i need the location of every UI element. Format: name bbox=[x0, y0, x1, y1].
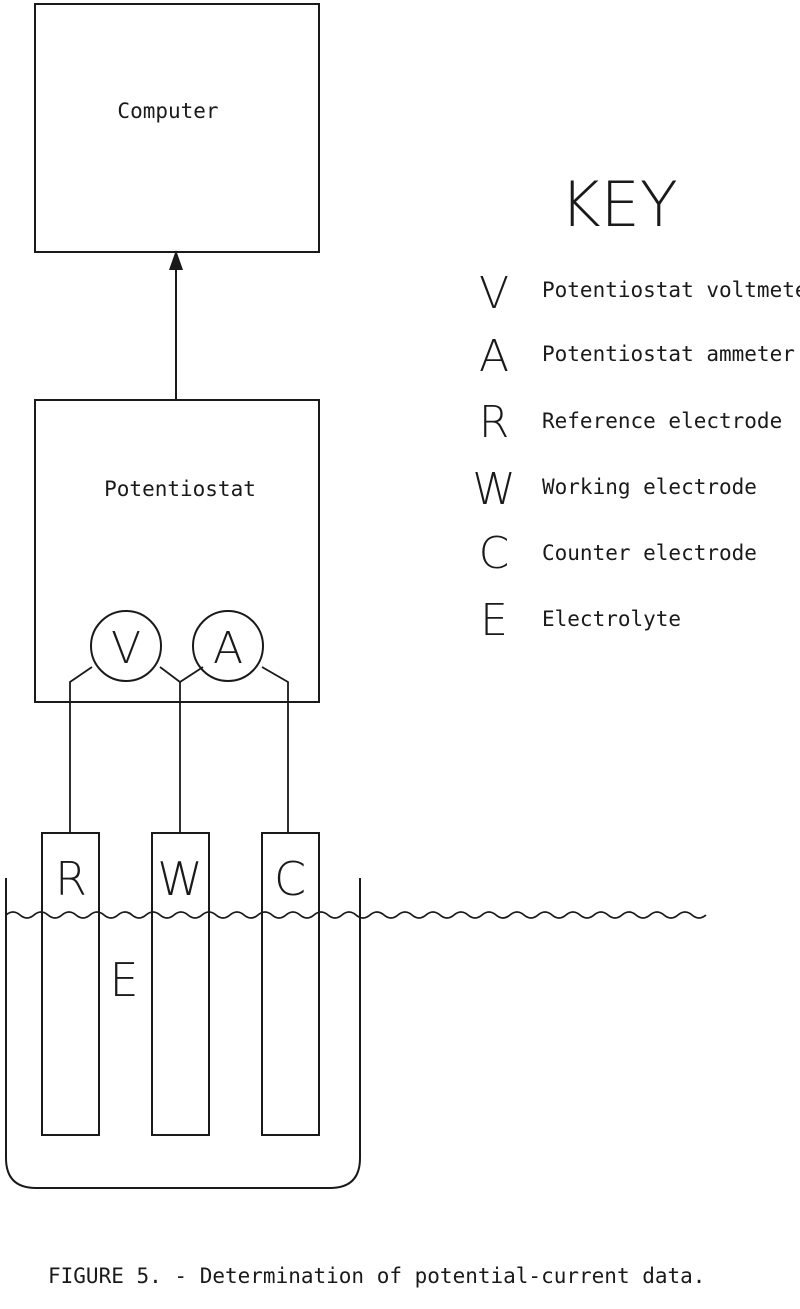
counter-wire bbox=[261, 666, 289, 833]
voltmeter-symbol: V bbox=[111, 623, 141, 674]
potentiostat-box bbox=[34, 399, 320, 703]
key-symbol-e: E bbox=[480, 595, 508, 646]
key-label-a: Potentiostat ammeter bbox=[542, 342, 795, 366]
reference-wire bbox=[69, 666, 93, 833]
key-label-r: Reference electrode bbox=[542, 409, 782, 433]
working-wire bbox=[159, 666, 204, 684]
counter-electrode-symbol: C bbox=[274, 852, 306, 906]
key-symbol-w: W bbox=[472, 464, 516, 515]
key-symbol-a: A bbox=[479, 331, 509, 382]
potentiostat-block: Potentiostat bbox=[34, 399, 320, 703]
counter-electrode: C bbox=[261, 832, 320, 1136]
voltmeter-circle bbox=[90, 610, 162, 682]
working-electrode-body bbox=[151, 832, 210, 1136]
key-label-e: Electrolyte bbox=[542, 607, 681, 631]
voltmeter: V bbox=[90, 610, 162, 682]
data-arrow bbox=[169, 250, 183, 400]
computer-label: Computer bbox=[117, 99, 218, 123]
wiring bbox=[69, 666, 289, 833]
potentiostat-label: Potentiostat bbox=[104, 477, 256, 501]
reference-electrode: R bbox=[41, 832, 100, 1136]
electrolyte-symbol: E bbox=[109, 953, 138, 1007]
computer-box bbox=[34, 3, 320, 253]
key-symbol-v: V bbox=[479, 268, 509, 319]
key-title: KEY bbox=[560, 168, 678, 241]
arrow-head bbox=[169, 250, 183, 270]
reference-electrode-body bbox=[41, 832, 100, 1136]
computer-block: Computer bbox=[34, 3, 320, 253]
ammeter: A bbox=[192, 610, 264, 682]
ammeter-circle bbox=[192, 610, 264, 682]
key-label-c: Counter electrode bbox=[542, 541, 757, 565]
ammeter-symbol: A bbox=[213, 623, 243, 674]
counter-electrode-body bbox=[261, 832, 320, 1136]
key-symbol-r: R bbox=[479, 397, 510, 448]
working-electrode: W bbox=[151, 832, 210, 1136]
key-legend: KEY V Potentiostat voltmeter A Potentios… bbox=[472, 168, 800, 646]
reference-electrode-symbol: R bbox=[55, 852, 87, 906]
key-symbol-c: C bbox=[479, 528, 510, 579]
electrolyte-surface bbox=[5, 911, 707, 919]
working-electrode-symbol: W bbox=[157, 852, 202, 906]
figure-caption: FIGURE 5. - Determination of potential-c… bbox=[48, 1264, 705, 1288]
key-label-w: Working electrode bbox=[542, 475, 757, 499]
key-label-v: Potentiostat voltmeter bbox=[542, 278, 800, 302]
beaker bbox=[5, 878, 361, 1189]
